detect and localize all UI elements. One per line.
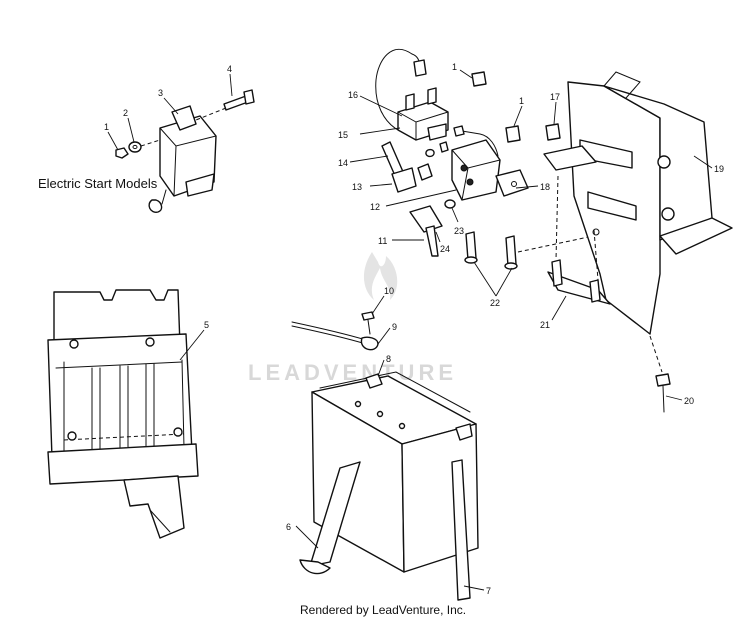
- callout-17: 17: [550, 92, 560, 102]
- footer-credit: Rendered by LeadVenture, Inc.: [300, 603, 466, 617]
- callout-13: 13: [352, 182, 362, 192]
- module-housing: [159, 115, 217, 197]
- battery-neg-terminal: [365, 373, 383, 389]
- electric-start-label: Electric Start Models: [38, 176, 158, 191]
- solenoid-module-assembly: Electric Start Models: [38, 89, 255, 213]
- callout-5: 5: [204, 320, 209, 330]
- module-bolt: [195, 89, 255, 121]
- callout-24: 24: [440, 244, 450, 254]
- battery-strap: [309, 461, 361, 567]
- callout-6: 6: [286, 522, 291, 532]
- callout-15: 15: [338, 130, 348, 140]
- starter-solenoid: [451, 139, 501, 201]
- callout-2: 2: [123, 108, 128, 118]
- small-washer: [425, 148, 435, 158]
- callout-1-bracket: 1: [519, 96, 524, 106]
- callout-18: 18: [540, 182, 550, 192]
- leader-lines: [107, 69, 713, 591]
- terminal-screw: [361, 311, 375, 335]
- battery-assembly: [291, 311, 479, 601]
- callout-1: 1: [104, 122, 109, 132]
- washer-23: [444, 199, 456, 209]
- battery-pos-terminal: [455, 423, 473, 441]
- callouts: 1 2 3 4 5 6 7 8 9 10 11 12 13 14 15 16 1…: [104, 62, 724, 596]
- battery-box-base: [47, 443, 199, 485]
- callout-8: 8: [386, 354, 391, 364]
- battery-vent-tube: [451, 459, 471, 601]
- push-rivet-20: [655, 373, 671, 387]
- callout-9: 9: [392, 322, 397, 332]
- callout-19: 19: [714, 164, 724, 174]
- battery-box-assembly: [47, 289, 199, 539]
- callout-10: 10: [384, 286, 394, 296]
- callout-23: 23: [454, 226, 464, 236]
- cap-nut-1b: [505, 125, 521, 143]
- callout-12: 12: [370, 202, 380, 212]
- callout-20: 20: [684, 396, 694, 406]
- module-mounting-tab: [171, 105, 197, 131]
- callout-3: 3: [158, 88, 163, 98]
- cap-nut-17: [545, 123, 561, 141]
- callout-4: 4: [227, 64, 232, 74]
- mount-bolts-22: [464, 231, 518, 270]
- small-nut: [439, 141, 449, 153]
- battery-cable: [291, 321, 367, 341]
- mounting-bracket-assembly: [543, 71, 733, 413]
- callout-1-relay: 1: [452, 62, 457, 72]
- watermark: LEADVENTURE: [248, 252, 457, 385]
- bracket-tab-18: [543, 145, 597, 171]
- relay-assembly: [375, 48, 641, 270]
- watermark-text: LEADVENTURE: [248, 360, 457, 385]
- cap-nut-1: [471, 71, 487, 87]
- solenoid-lead: [455, 129, 499, 157]
- callout-7: 7: [486, 586, 491, 596]
- module-ring-terminal: [148, 199, 163, 213]
- battery-cable-terminal: [360, 336, 379, 351]
- module-nut: [115, 147, 129, 159]
- callout-14: 14: [338, 158, 348, 168]
- bracket-shelf: [659, 217, 733, 255]
- callout-21: 21: [540, 320, 550, 330]
- hex-nut-13: [417, 163, 433, 181]
- module-washer: [128, 141, 142, 153]
- callout-11: 11: [378, 236, 387, 246]
- relay-lead-wire: [375, 48, 413, 131]
- callout-22: 22: [490, 298, 500, 308]
- callout-16: 16: [348, 90, 358, 100]
